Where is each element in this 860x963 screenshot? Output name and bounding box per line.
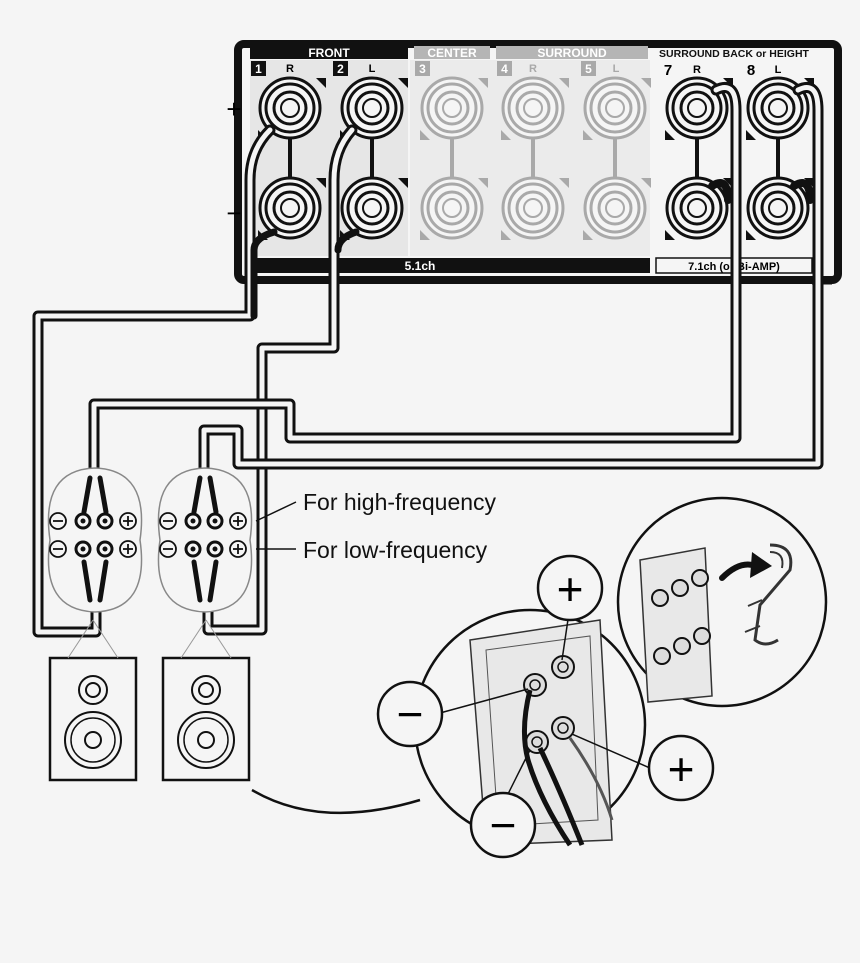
left-plate-row-high <box>49 512 137 530</box>
left-speaker <box>48 619 138 782</box>
high-frequency-label: For high-frequency <box>303 489 497 515</box>
left-speaker-terminal-plate <box>47 467 143 613</box>
binding-post-5-minus <box>583 176 651 240</box>
jumper-removal-inset <box>616 496 828 708</box>
terminal-side-4: R <box>529 63 537 75</box>
front-header-bar <box>250 46 408 59</box>
binding-post-2-plus <box>340 76 408 140</box>
surround-back-label: SURROUND BACK or HEIGHT <box>659 48 810 60</box>
jumper-bar-icon <box>753 543 793 646</box>
terminal-side-1: R <box>286 63 294 75</box>
channel-5-1-bar <box>250 258 650 273</box>
right-speaker <box>161 619 251 782</box>
detail-plus-top-icon: + <box>557 563 584 615</box>
center-header-bar <box>414 46 490 59</box>
binding-post-2-minus <box>340 176 408 240</box>
binding-post-7-minus <box>665 176 733 240</box>
terminal-detail-zoom <box>251 605 651 847</box>
receiver-panel: FRONT CENTER SURROUND SURROUND BACK or H… <box>226 40 842 285</box>
inset-binding-posts <box>651 569 711 665</box>
center-label: CENTER <box>427 46 477 60</box>
surround-header-bar <box>496 46 648 59</box>
plus-sign-icon: + <box>226 94 241 124</box>
surround-label: SURROUND <box>537 46 607 60</box>
detail-plus-bottom-icon: + <box>668 743 695 795</box>
binding-post-1-minus <box>258 176 326 240</box>
low-frequency-label: For low-frequency <box>303 537 488 563</box>
right-plate-row-low <box>159 540 247 558</box>
binding-post-3-minus <box>420 176 488 240</box>
speaker-cables <box>32 82 824 638</box>
frequency-callouts: For high-frequency For low-frequency <box>255 489 497 563</box>
binding-post-4-plus <box>501 76 569 140</box>
terminal-number-7: 7 <box>664 62 672 79</box>
channel-5-1-label: 5.1ch <box>405 259 436 273</box>
binding-post-8-plus <box>746 76 814 140</box>
binding-post-terminals <box>258 76 814 240</box>
right-speaker-terminal-plate <box>157 467 253 613</box>
minus-sign-icon: − <box>226 198 241 228</box>
terminal-number-4: 4 <box>501 62 508 76</box>
terminal-labels: 1 R 2 L 3 4 R 5 L 7 R 8 L <box>251 61 782 79</box>
binding-post-4-minus <box>501 176 569 240</box>
terminal-number-1: 1 <box>255 62 262 76</box>
terminal-side-7: R <box>693 64 701 76</box>
left-plate-row-low <box>49 540 137 558</box>
terminal-number-2: 2 <box>337 62 344 76</box>
terminal-side-8: L <box>775 64 782 76</box>
binding-post-8-minus <box>746 176 814 240</box>
terminal-number-3: 3 <box>419 62 426 76</box>
binding-post-3-plus <box>420 76 488 140</box>
binding-post-5-plus <box>583 76 651 140</box>
terminal-number-5: 5 <box>585 62 592 76</box>
speaker-plate-posts <box>49 512 247 558</box>
terminal-side-5: L <box>613 63 620 75</box>
terminal-number-8: 8 <box>747 62 755 79</box>
terminal-side-2: L <box>369 63 376 75</box>
binding-post-1-plus <box>258 76 326 140</box>
detail-polarity-labels: + − + − <box>376 554 715 859</box>
front-label: FRONT <box>308 46 350 60</box>
detail-minus-bottom-icon: − <box>490 799 517 851</box>
detail-minus-top-icon: − <box>397 688 424 740</box>
